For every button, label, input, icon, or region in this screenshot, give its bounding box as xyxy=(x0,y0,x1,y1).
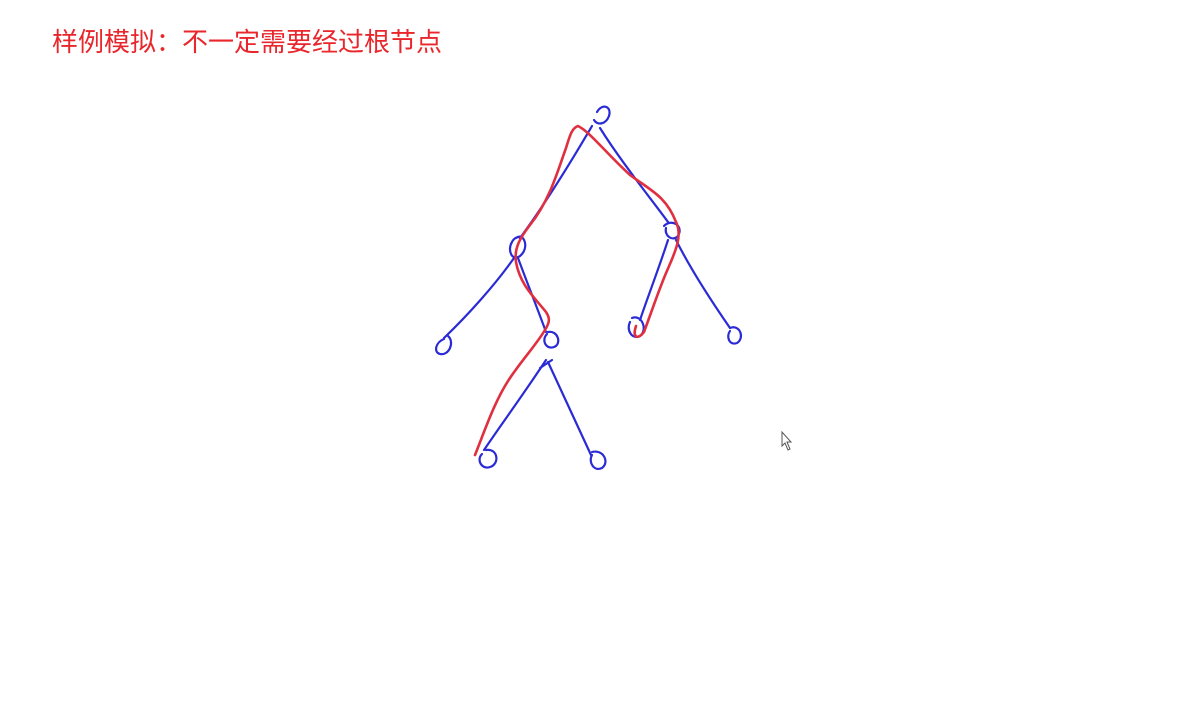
tree-node-left-right-right xyxy=(589,450,607,470)
tree-edge-right-rightleft xyxy=(638,238,670,322)
tree-edge-lr-lrl xyxy=(482,358,548,452)
tree-edge-lr-tick xyxy=(538,358,554,370)
tree-node-left xyxy=(508,235,527,259)
tree-edges-and-nodes xyxy=(434,105,743,470)
tree-edge-right-rightright xyxy=(674,238,732,330)
tree-node-root xyxy=(592,105,611,125)
highlight-path-stroke xyxy=(473,124,680,457)
slide-title: 样例模拟：不一定需要经过根节点 xyxy=(52,28,443,58)
tree-node-left-right-left xyxy=(478,448,498,469)
tree-node-left-right xyxy=(543,330,560,349)
tree-edge-root-left xyxy=(518,124,594,240)
tree-edge-left-leftleft xyxy=(442,256,516,340)
tree-edge-root-right xyxy=(598,126,670,224)
tree-node-right-right xyxy=(727,326,743,345)
tree-node-left-left xyxy=(434,334,453,356)
highlighted-longest-path xyxy=(473,124,680,457)
mouse-pointer-icon xyxy=(781,430,793,451)
tree-edge-lr-lrr xyxy=(546,360,593,457)
